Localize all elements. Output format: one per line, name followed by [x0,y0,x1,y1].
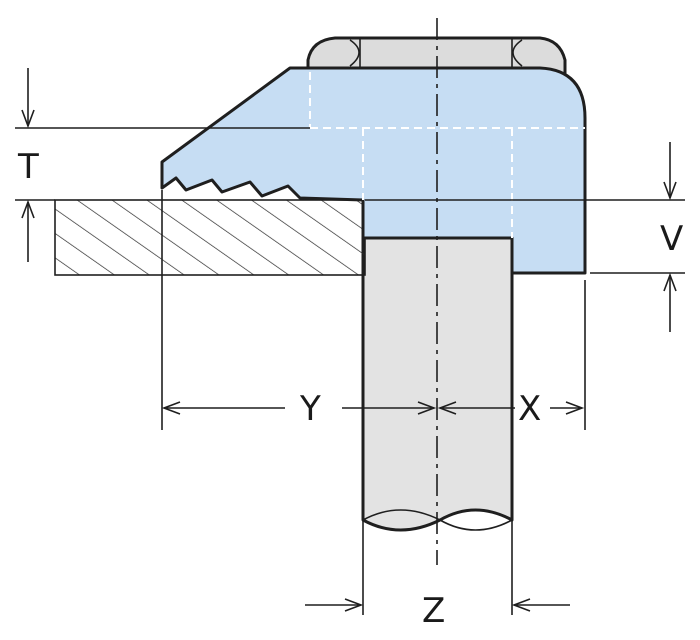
y-arrowhead-left [161,401,181,415]
hex-curve-left [349,39,360,67]
x-label: X [518,389,541,429]
x-arrowhead-left [437,401,457,415]
t-label: T [17,147,39,187]
weld-body [160,66,587,275]
x-arrowhead-right [565,401,585,415]
z-arrowhead-right [511,598,531,612]
v-arrowhead-bottom [663,272,677,292]
y-label: Y [299,389,321,429]
v-label: V [660,219,683,259]
base-plate [54,199,366,276]
t-arrowhead-top [21,109,35,129]
hex-curve-right [512,39,523,67]
z-label: Z [422,591,445,631]
y-arrowhead-right [417,401,437,415]
v-arrowhead-top [663,181,677,201]
z-arrowhead-left [344,598,364,612]
stud-break-line [362,509,513,531]
t-arrowhead-bottom [21,199,35,219]
